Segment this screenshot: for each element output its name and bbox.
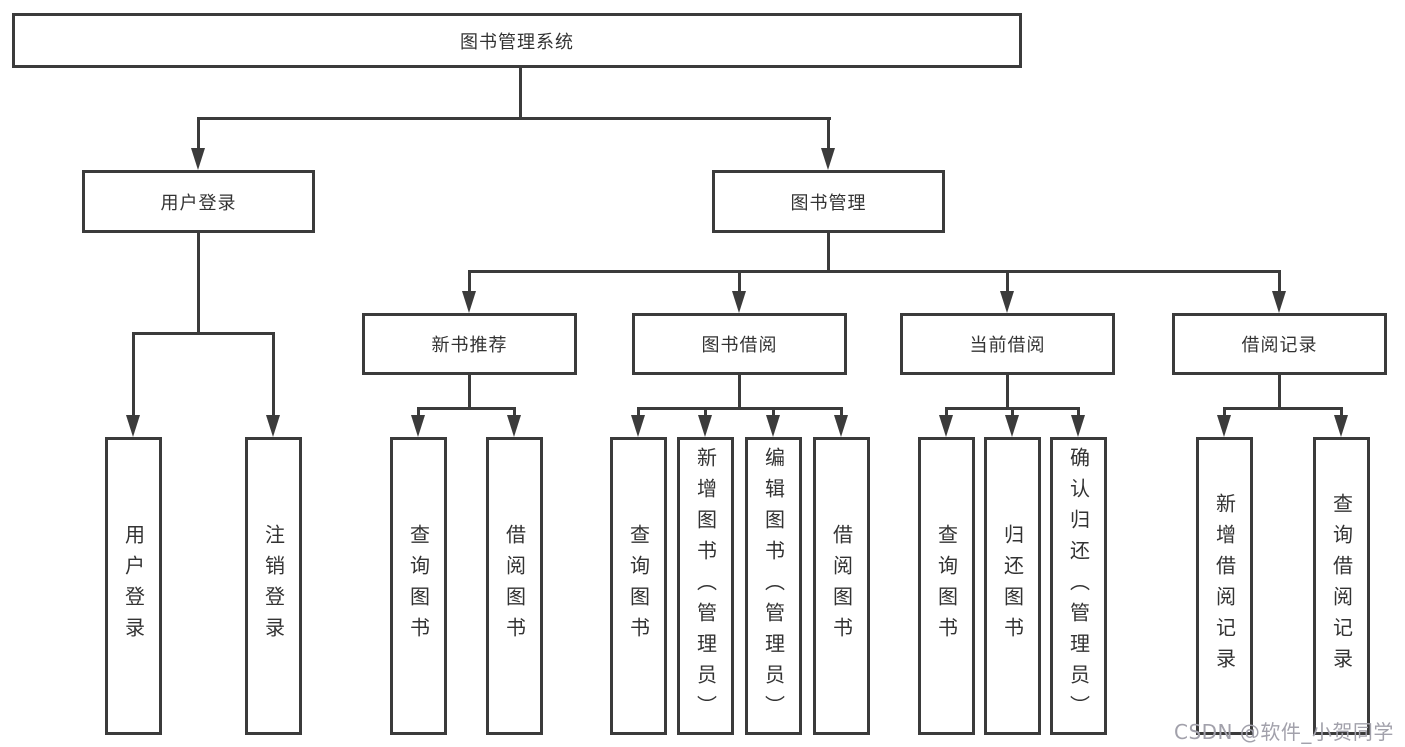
connector-user-login-shaft	[197, 117, 200, 152]
node-current-borrow-label: 当前借阅	[969, 335, 1046, 356]
node-new-book-recommend: 新书推荐	[362, 313, 577, 375]
csdn-watermark: CSDN @软件_小贺同学	[1174, 720, 1394, 744]
connector-leaf-shaft	[1077, 407, 1080, 419]
arrowhead-down-icon	[462, 291, 476, 313]
leaf-query-borrow-record-label: 查询借阅记录	[1329, 493, 1354, 679]
leaf-query-books-recommend: 查询图书	[390, 437, 447, 735]
node-root-label: 图书管理系统	[460, 31, 574, 53]
arrowhead-down-icon	[266, 415, 280, 437]
connector-l3-shaft	[1278, 270, 1281, 293]
node-borrow-records: 借阅记录	[1172, 313, 1387, 375]
connector-leaf-shaft	[132, 332, 135, 417]
leaf-edit-books-admin-label: 编辑图书（管理员）	[761, 446, 786, 726]
arrowhead-down-icon	[1272, 291, 1286, 313]
connector-book-mgmt-shaft	[827, 117, 830, 152]
connector-leaf-shaft	[945, 407, 948, 419]
leaf-borrow-books-label: 借阅图书	[829, 524, 854, 648]
connector-leaf-shaft	[1340, 407, 1343, 419]
arrowhead-down-icon	[821, 148, 835, 170]
connector-user-login-split	[132, 332, 275, 335]
arrowhead-down-icon	[631, 415, 645, 437]
connector-book-mgmt-split	[468, 270, 1281, 273]
connector-group-split	[1223, 407, 1343, 410]
leaf-query-books-current: 查询图书	[918, 437, 975, 735]
leaf-return-books-label: 归还图书	[1000, 524, 1025, 648]
arrowhead-down-icon	[507, 415, 521, 437]
connector-l3-shaft	[468, 270, 471, 293]
connector-group-stem	[1006, 375, 1009, 409]
connector-leaf-shaft	[704, 407, 707, 419]
leaf-query-books-label: 查询图书	[934, 524, 959, 648]
connector-leaf-shaft	[513, 407, 516, 419]
connector-l3-shaft	[1006, 270, 1009, 293]
connector-leaf-shaft	[272, 332, 275, 417]
connector-root-stem	[519, 68, 522, 120]
arrowhead-down-icon	[766, 415, 780, 437]
connector-root-split	[197, 117, 831, 120]
leaf-borrow-books: 借阅图书	[813, 437, 870, 735]
arrowhead-down-icon	[191, 148, 205, 170]
leaf-logout: 注销登录	[245, 437, 302, 735]
node-book-borrow: 图书借阅	[632, 313, 847, 375]
leaf-borrow-books-recommend: 借阅图书	[486, 437, 543, 735]
connector-l3-shaft	[738, 270, 741, 293]
leaf-add-borrow-record-label: 新增借阅记录	[1212, 493, 1237, 679]
connector-group-stem	[468, 375, 471, 409]
arrowhead-down-icon	[1071, 415, 1085, 437]
arrowhead-down-icon	[1005, 415, 1019, 437]
connector-leaf-shaft	[1223, 407, 1226, 419]
node-book-borrow-label: 图书借阅	[701, 335, 778, 356]
leaf-query-books-borrow: 查询图书	[610, 437, 667, 735]
arrowhead-down-icon	[411, 415, 425, 437]
connector-group-split	[417, 407, 516, 410]
connector-group-stem	[1278, 375, 1281, 409]
node-borrow-records-label: 借阅记录	[1241, 335, 1318, 356]
leaf-borrow-books-label: 借阅图书	[502, 524, 527, 648]
arrowhead-down-icon	[698, 415, 712, 437]
node-user-login-label: 用户登录	[160, 192, 237, 214]
arrowhead-down-icon	[1000, 291, 1014, 313]
arrowhead-down-icon	[939, 415, 953, 437]
leaf-add-books-admin-label: 新增图书（管理员）	[693, 446, 718, 726]
leaf-logout-label: 注销登录	[261, 524, 286, 648]
arrowhead-down-icon	[1217, 415, 1231, 437]
node-root: 图书管理系统	[12, 13, 1022, 68]
connector-leaf-shaft	[417, 407, 420, 419]
leaf-add-books-admin: 新增图书（管理员）	[677, 437, 734, 735]
connector-leaf-shaft	[1011, 407, 1014, 419]
leaf-query-borrow-record: 查询借阅记录	[1313, 437, 1370, 735]
leaf-user-login-label: 用户登录	[121, 524, 146, 648]
leaf-return-books: 归还图书	[984, 437, 1041, 735]
node-new-book-recommend-label: 新书推荐	[431, 335, 508, 356]
arrowhead-down-icon	[834, 415, 848, 437]
arrowhead-down-icon	[126, 415, 140, 437]
connector-group-split	[637, 407, 843, 410]
connector-leaf-shaft	[637, 407, 640, 419]
connector-leaf-shaft	[772, 407, 775, 419]
leaf-confirm-return-admin-label: 确认归还（管理员）	[1066, 446, 1091, 726]
connector-book-mgmt-stem	[827, 233, 830, 273]
arrowhead-down-icon	[1334, 415, 1348, 437]
node-book-management-label: 图书管理	[790, 192, 867, 214]
leaf-query-books-label: 查询图书	[626, 524, 651, 648]
leaf-user-login: 用户登录	[105, 437, 162, 735]
node-book-management: 图书管理	[712, 170, 945, 233]
connector-group-stem	[738, 375, 741, 409]
node-user-login: 用户登录	[82, 170, 315, 233]
connector-user-login-stem	[197, 233, 200, 335]
leaf-query-books-label: 查询图书	[406, 524, 431, 648]
arrowhead-down-icon	[732, 291, 746, 313]
node-current-borrow: 当前借阅	[900, 313, 1115, 375]
leaf-edit-books-admin: 编辑图书（管理员）	[745, 437, 802, 735]
leaf-add-borrow-record: 新增借阅记录	[1196, 437, 1253, 735]
connector-leaf-shaft	[840, 407, 843, 419]
leaf-confirm-return-admin: 确认归还（管理员）	[1050, 437, 1107, 735]
